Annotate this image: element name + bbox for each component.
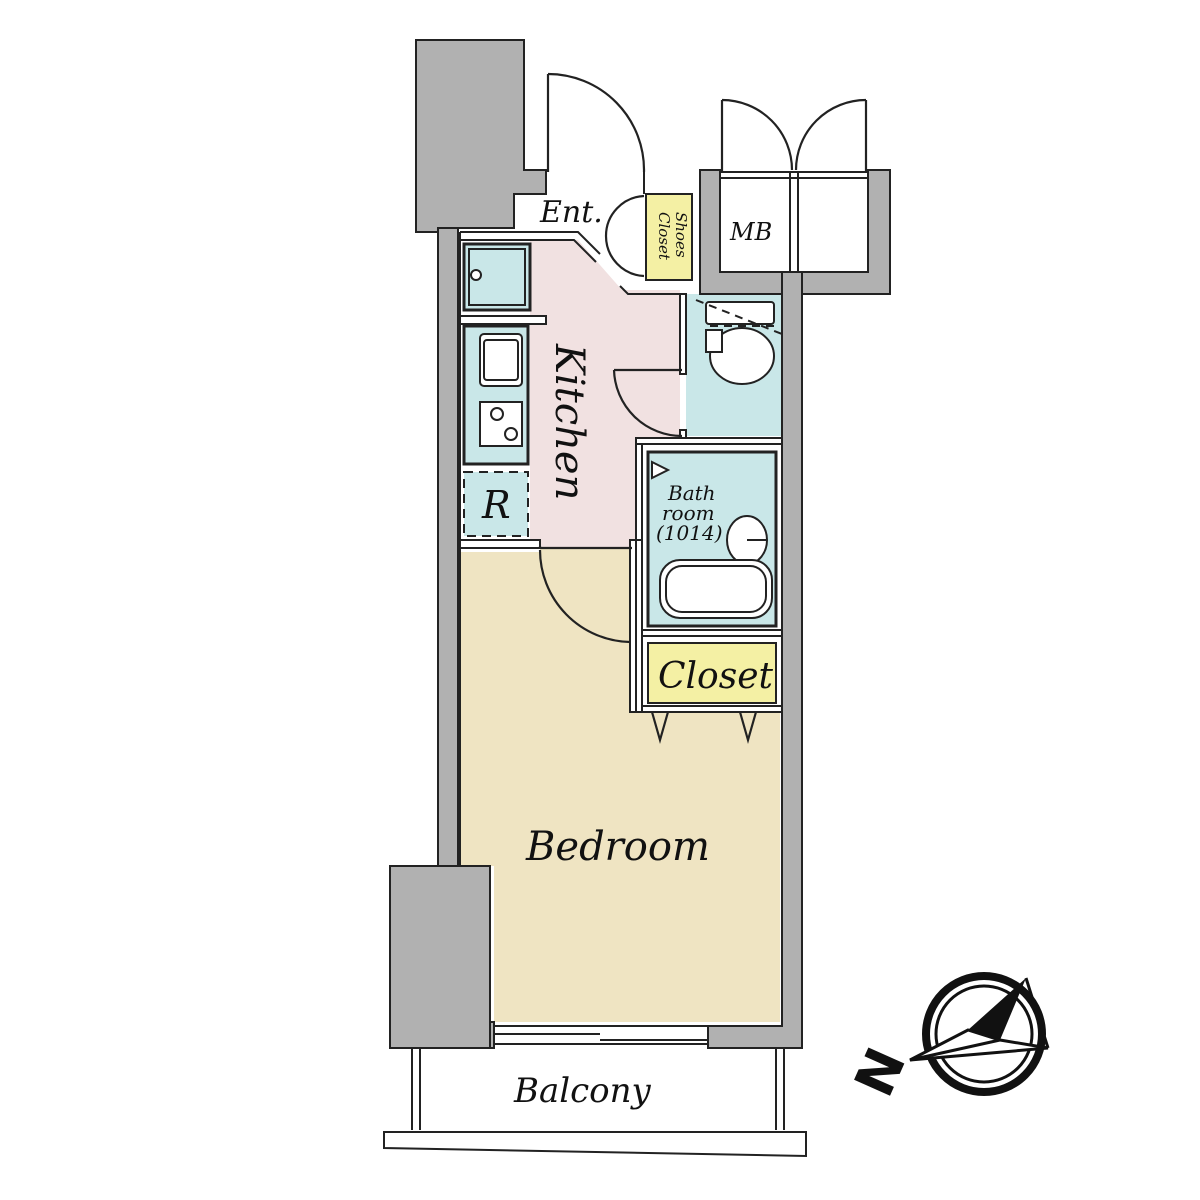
refrigerator-space bbox=[463, 471, 529, 537]
wall-column-bottom-left bbox=[389, 865, 491, 1049]
label-shoes-closet-line1: Shoes bbox=[672, 212, 690, 258]
meter-box-doors bbox=[720, 98, 868, 172]
bedroom-door bbox=[538, 546, 632, 644]
label-bathroom-line2: room bbox=[662, 501, 715, 525]
fixtures bbox=[462, 242, 783, 619]
kitchen-counter bbox=[462, 324, 530, 466]
toilet-icon bbox=[695, 299, 783, 385]
label-meter-box: MB bbox=[729, 218, 772, 246]
closet-doors bbox=[650, 711, 758, 745]
kitchen-floor bbox=[530, 240, 680, 548]
label-balcony: Balcony bbox=[513, 1071, 652, 1111]
label-bathroom-line1: Bath bbox=[667, 481, 716, 505]
label-kitchen: Kitchen bbox=[546, 343, 592, 500]
walls bbox=[389, 39, 891, 1049]
label-bedroom: Bedroom bbox=[525, 824, 710, 870]
label-bathroom-line3: (1014) bbox=[656, 521, 723, 545]
bathtub-icon bbox=[651, 460, 773, 619]
entrance-floor bbox=[514, 194, 644, 234]
shoes-closet-doors bbox=[604, 194, 645, 278]
washer-pan bbox=[462, 242, 532, 312]
wall-left bbox=[437, 227, 459, 867]
shoes-closet-floor bbox=[645, 193, 693, 281]
inner-walls bbox=[459, 170, 869, 866]
room-labels: Ent. Shoes Closet MB Kitchen R Bath room… bbox=[481, 195, 774, 1111]
label-refrigerator: R bbox=[481, 483, 511, 527]
bedroom-floor bbox=[460, 548, 780, 1022]
compass-north-arrow-icon: N bbox=[842, 972, 1050, 1106]
label-shoes-closet-line2: Closet bbox=[655, 212, 673, 261]
doors bbox=[538, 72, 868, 745]
washbasin-icon bbox=[726, 515, 768, 565]
closet-floor bbox=[647, 642, 777, 704]
compass-letter: N bbox=[842, 1039, 918, 1106]
toilet-door bbox=[612, 368, 683, 438]
label-entrance: Ent. bbox=[539, 195, 603, 230]
balcony bbox=[383, 1025, 807, 1158]
label-closet: Closet bbox=[658, 656, 774, 697]
front-door bbox=[546, 72, 646, 173]
